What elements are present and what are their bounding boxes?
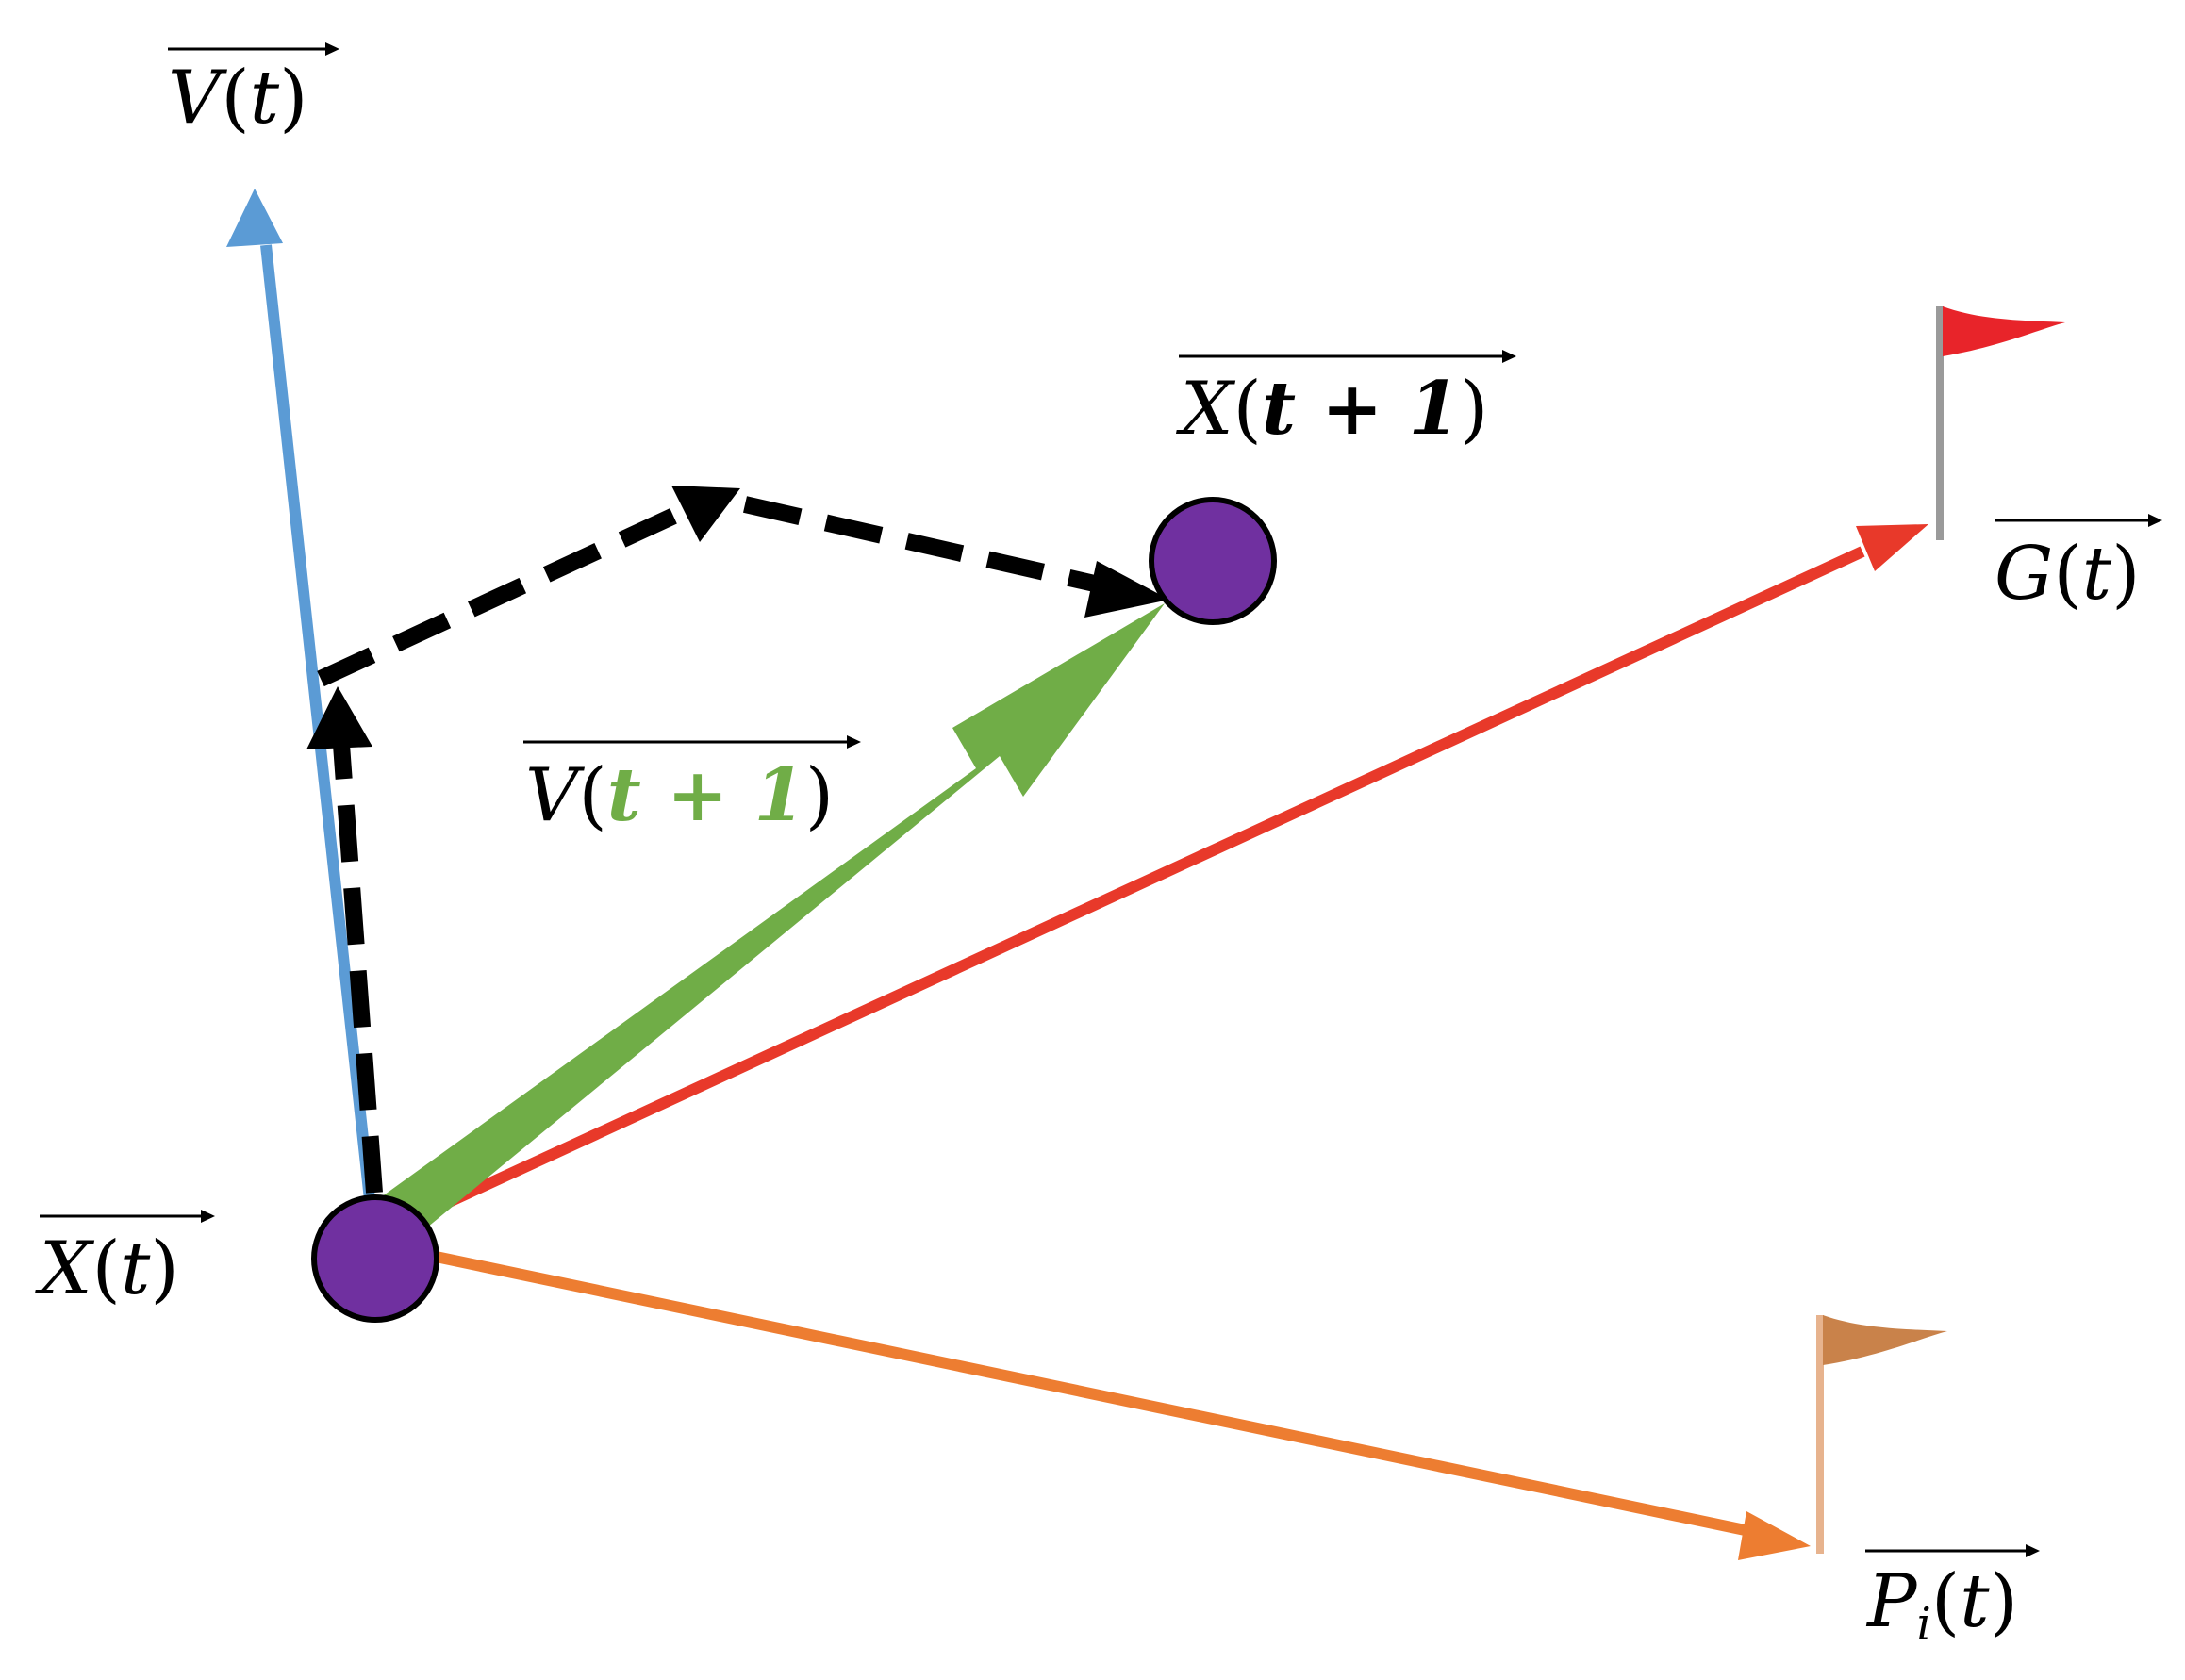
flag-icon <box>1936 306 2065 540</box>
svg-text:Pi(t): Pi(t) <box>1865 1559 2018 1651</box>
particle-next <box>1149 497 1277 625</box>
velocity-arrow <box>226 189 378 1227</box>
svg-text:X(t): X(t) <box>34 1227 179 1311</box>
svg-text:V(t + 1): V(t + 1) <box>525 752 834 838</box>
label-position-t1: X(t + 1) <box>1175 350 1516 452</box>
inertia-path <box>306 686 383 1194</box>
label-personal-best: Pi(t) <box>1865 1544 2040 1651</box>
particle-current <box>311 1194 439 1323</box>
new-velocity-arrow <box>368 603 1165 1249</box>
social-path <box>743 496 1169 618</box>
flag-icon <box>1816 1315 1947 1554</box>
svg-text:X(t + 1): X(t + 1) <box>1175 366 1488 452</box>
svg-text:V(t): V(t) <box>168 56 308 140</box>
cognitive-path <box>317 486 740 687</box>
svg-text:G(t): G(t) <box>1995 532 2141 617</box>
global-best-arrow <box>374 524 1928 1241</box>
label-velocity-t: V(t) <box>168 42 339 140</box>
label-velocity-t1: V(t + 1) <box>523 735 861 838</box>
label-position-t: X(t) <box>34 1210 215 1311</box>
label-global-best: G(t) <box>1995 514 2162 617</box>
personal-best-arrow <box>375 1239 1811 1560</box>
